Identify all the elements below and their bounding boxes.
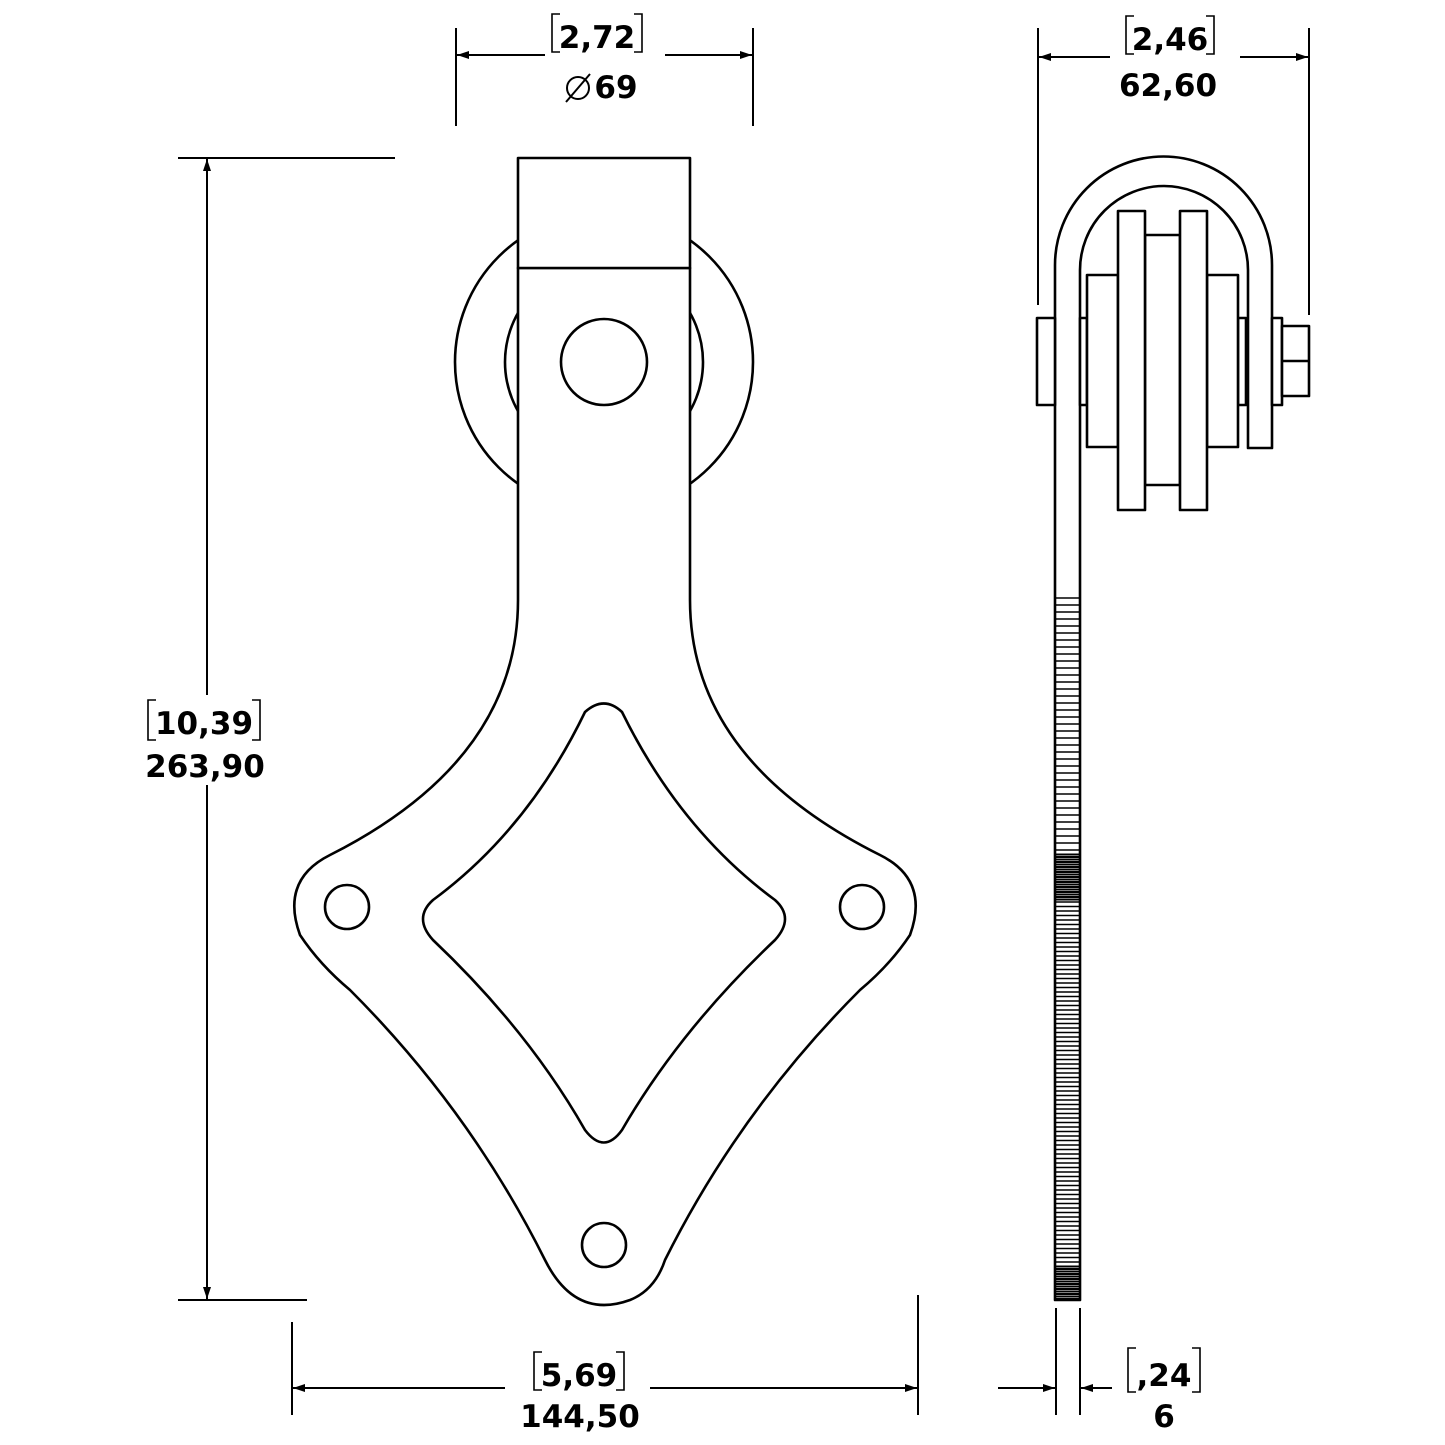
- wheel-flange-right: [1178, 209, 1209, 512]
- side-width-mm: 62,60: [1119, 68, 1217, 104]
- front-view: [292, 156, 918, 1307]
- plate-width-inches: 5,69: [541, 1358, 618, 1394]
- top-diameter-inches: 2,72: [559, 20, 636, 56]
- dim-plate-width: 5,69 144,50: [291, 1295, 919, 1435]
- mount-hole-left: [323, 883, 371, 931]
- hanger-plate: [292, 266, 918, 1307]
- wheel-flange-left: [1116, 209, 1147, 512]
- diamond-cutout: [421, 702, 787, 1144]
- plate-hatching: [1055, 597, 1080, 1300]
- dim-side-width: 2,46 62,60: [1037, 15, 1310, 315]
- total-height-inches: 10,39: [155, 706, 253, 742]
- wheel-groove: [1143, 233, 1182, 487]
- top-diameter-mm: 69: [594, 70, 637, 106]
- diameter-symbol-icon: [565, 73, 591, 103]
- top-block: [516, 156, 692, 270]
- washer-left: [1035, 316, 1057, 407]
- total-height-mm: 263,90: [145, 749, 265, 785]
- wheel-hub-right: [1205, 273, 1240, 449]
- plate-thickness-inches: ,24: [1137, 1358, 1192, 1394]
- wheel-hub-left: [1085, 273, 1120, 449]
- dim-plate-thickness: ,24 6: [998, 1308, 1201, 1435]
- plate-width-mm: 144,50: [520, 1399, 640, 1435]
- mount-hole-bottom: [580, 1221, 628, 1269]
- dim-total-height: 10,39 263,90: [145, 157, 395, 1301]
- dim-top-diameter: 2,72 69: [455, 13, 754, 126]
- side-view: [1035, 155, 1311, 1302]
- side-width-inches: 2,46: [1132, 22, 1209, 58]
- washer-right: [1270, 316, 1284, 407]
- mount-hole-right: [838, 883, 886, 931]
- plate-thickness-mm: 6: [1153, 1399, 1175, 1435]
- axle-hole: [559, 317, 649, 407]
